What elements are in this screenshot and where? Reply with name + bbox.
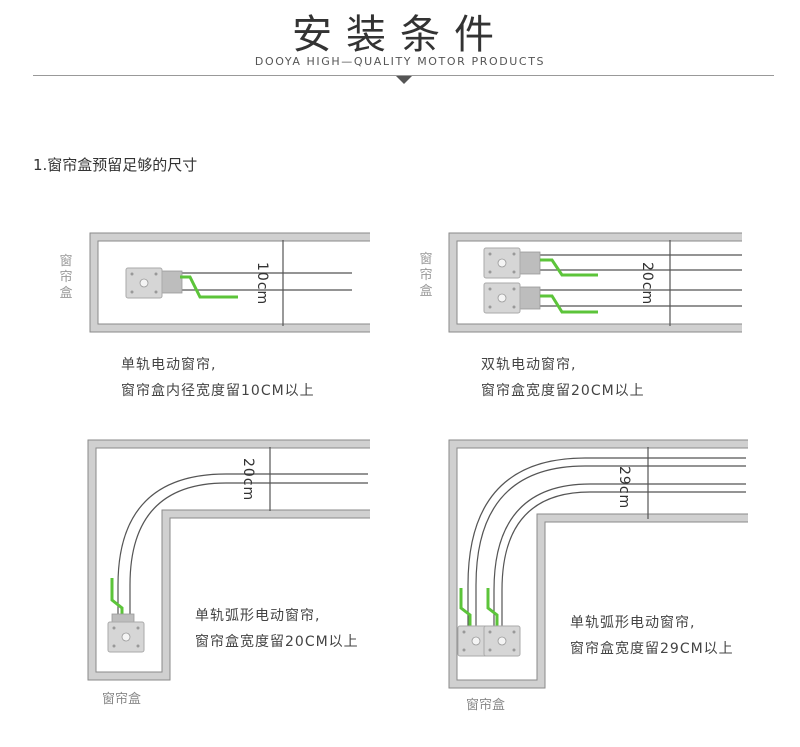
box-label: 窗帘盒: [59, 254, 73, 301]
caption-line: 窗帘盒宽度留20CM以上: [481, 383, 645, 399]
caption-double-curved-rail: 单轨弧形电动窗帘, 窗帘盒宽度留29CM以上: [570, 610, 734, 662]
dimension-label: 20cm: [639, 262, 655, 305]
box-label: 窗帘盒: [102, 692, 142, 707]
caption-single-curved-rail: 单轨弧形电动窗帘, 窗帘盒宽度留20CM以上: [195, 603, 359, 655]
rail-line: [117, 473, 368, 620]
diagram-double-curved-rail: [448, 439, 748, 689]
dimension-label: 10cm: [254, 262, 270, 305]
caption-line: 单轨弧形电动窗帘,: [570, 615, 696, 631]
caption-line: 窗帘盒内径宽度留10CM以上: [121, 383, 315, 399]
box-label: 窗帘盒: [466, 698, 506, 713]
caption-double-rail: 双轨电动窗帘, 窗帘盒宽度留20CM以上: [481, 352, 645, 404]
page-title: 安装条件: [292, 12, 508, 58]
header-divider: [33, 75, 774, 76]
motor-icon: [483, 625, 521, 657]
caption-line: 窗帘盒宽度留20CM以上: [195, 634, 359, 650]
cable-icon: [540, 258, 598, 277]
motor-icon: [107, 621, 145, 653]
motor-icon: [483, 282, 521, 314]
caption-line: 单轨电动窗帘,: [121, 357, 217, 373]
dimension-label: 20cm: [240, 458, 256, 501]
cable-icon: [486, 588, 499, 628]
header-pointer-icon: [396, 76, 412, 84]
caption-line: 窗帘盒宽度留29CM以上: [570, 641, 734, 657]
motor-icon: [125, 267, 163, 299]
cable-icon: [459, 588, 472, 628]
caption-line: 双轨电动窗帘,: [481, 357, 577, 373]
page-subtitle: DOOYA HIGH—QUALITY MOTOR PRODUCTS: [254, 55, 546, 68]
diagram-single-rail: [89, 232, 370, 333]
motor-icon: [483, 247, 521, 279]
cable-icon: [540, 294, 598, 314]
caption-single-rail: 单轨电动窗帘, 窗帘盒内径宽度留10CM以上: [121, 352, 315, 404]
diagram-double-rail: [448, 232, 742, 333]
box-label: 窗帘盒: [419, 252, 433, 299]
section-heading: 1.窗帘盒预留足够的尺寸: [33, 156, 198, 174]
diagram-single-curved-rail: [87, 439, 370, 681]
dimension-label: 29cm: [616, 466, 632, 509]
caption-line: 单轨弧形电动窗帘,: [195, 608, 321, 624]
cable-icon: [180, 275, 238, 299]
rail-line: [129, 482, 368, 620]
